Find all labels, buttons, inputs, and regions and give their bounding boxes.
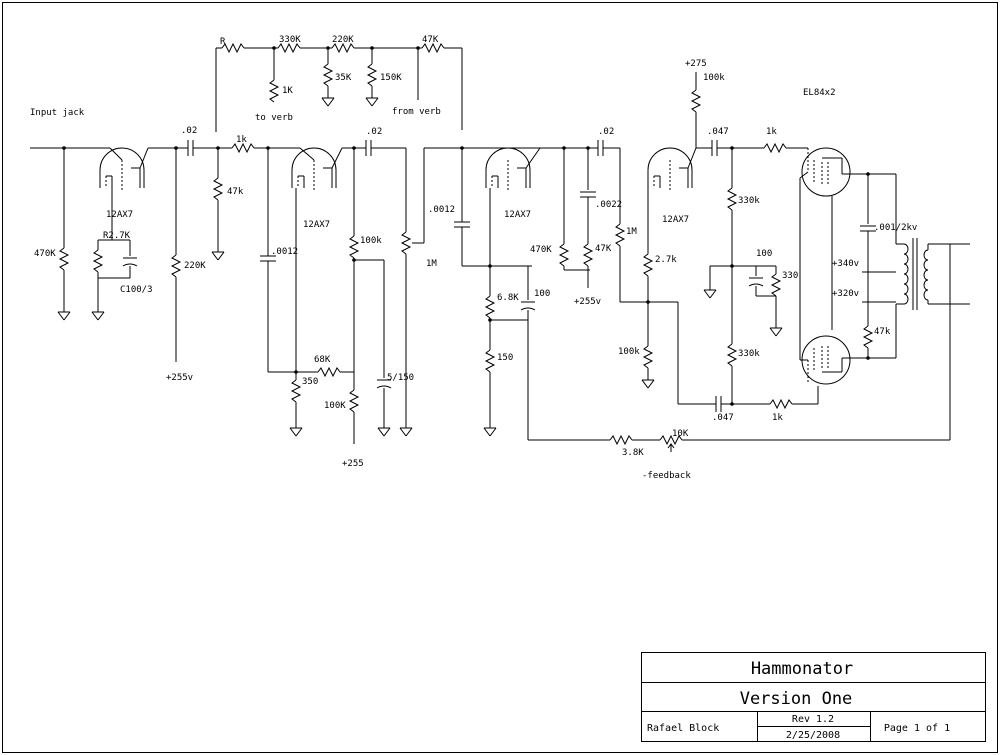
feedback-label: -feedback	[642, 471, 691, 481]
from-verb-label: from verb	[392, 107, 441, 117]
r330-label: 330	[782, 271, 798, 281]
stage-output: EL84x2 1k 1k .001/2kv 47k	[763, 88, 970, 440]
tube-v1b-label: 12AX7	[303, 220, 330, 230]
v255a-label: +255v	[166, 373, 193, 383]
title-text: Hammonator	[751, 659, 853, 679]
r100k-c-label: 100k	[618, 347, 640, 357]
tube-v1a	[99, 147, 145, 188]
r47k-c-label: 47k	[874, 327, 891, 337]
r330k-b-label: 330k	[738, 196, 760, 206]
r350-label: 350	[302, 377, 318, 387]
r1m-b-label: 1M	[626, 227, 637, 237]
c0022-label: .0022	[595, 200, 622, 210]
stage-phase-inverter: 12AX7 2.7k 100k +275 100k .047 330k 1	[618, 59, 798, 423]
subtitle-text: Version One	[740, 689, 853, 709]
v255c-label: +255v	[574, 297, 601, 307]
tube-v2b-label: 12AX7	[662, 215, 689, 225]
title-block: Hammonator Version One Rafael Block Rev …	[641, 652, 986, 742]
stage-three: .0012 12AX7 6.8K 100 150 470K .	[428, 127, 648, 440]
c3-label: .02	[598, 127, 614, 137]
r1k-g1-label: 1k	[766, 127, 777, 137]
tube-el84-a	[801, 147, 851, 197]
r47k-top-label: 47K	[422, 35, 439, 45]
r470k-b-label: 470K	[530, 245, 552, 255]
r150-label: 150	[497, 353, 513, 363]
stage-input: Input jack 470K 12AX7 R2.7K C100/3	[30, 35, 463, 383]
c0012a-label: .0012	[271, 247, 298, 257]
r330k-a-label: 330K	[279, 35, 301, 45]
r2-7k-label: 2.7k	[655, 255, 677, 265]
author-text: Rafael Block	[647, 723, 719, 734]
c2-label: .02	[366, 127, 382, 137]
to-verb-label: to verb	[255, 113, 293, 123]
r100k-a-label: 100k	[360, 236, 382, 246]
r220k-top-label: 220K	[332, 35, 354, 45]
tube-v1b	[291, 147, 337, 188]
v275-label: +275	[685, 59, 707, 69]
c100-b-label: 100	[534, 289, 550, 299]
c5-150-label: 5/150	[387, 373, 414, 383]
pot1m-a-label: 1M	[426, 259, 437, 269]
v340-label: +340v	[832, 259, 859, 269]
c047a-label: .047	[707, 127, 729, 137]
tube-v2b	[647, 147, 693, 188]
v255b-label: +255	[342, 459, 364, 469]
c047b-label: .047	[712, 413, 734, 423]
r1k-g2-label: 1k	[772, 413, 783, 423]
r1k-label: 1k	[236, 135, 247, 145]
r150k-label: 150K	[380, 73, 402, 83]
v320-label: +320v	[832, 289, 859, 299]
date-text: 2/25/2008	[786, 730, 840, 741]
ck1-label: C100/3	[120, 285, 153, 295]
rp1-label: 220K	[184, 261, 206, 271]
r1k-verb-label: 1K	[282, 86, 293, 96]
r330k-c-label: 330k	[738, 349, 760, 359]
rk1-label: R2.7K	[103, 231, 131, 241]
tube-v1a-label: 12AX7	[106, 210, 133, 220]
r35k-label: 35K	[335, 73, 352, 83]
r68k-b-label: 6.8K	[497, 293, 519, 303]
c100-c-label: 100	[756, 249, 772, 259]
input-jack-label: Input jack	[30, 108, 85, 118]
pot10k-label: 10K	[672, 429, 689, 439]
r47k-a-label: 47k	[227, 187, 244, 197]
r47k-b-label: 47K	[595, 244, 612, 254]
output-tube-label: EL84x2	[803, 88, 836, 98]
r100k-top-label: 100k	[703, 73, 725, 83]
tube-v2a-label: 12AX7	[504, 210, 531, 220]
tube-el84-b	[801, 335, 851, 385]
r68k-label: 68K	[314, 355, 331, 365]
c1-label: .02	[181, 126, 197, 136]
r3-8k-label: 3.8K	[622, 448, 644, 458]
output-transformer	[895, 174, 970, 440]
page-text: Page 1 of 1	[884, 723, 950, 734]
feedback-loop: 3.8K 10K -feedback	[528, 429, 950, 481]
r-input-label: 470K	[34, 249, 56, 259]
c0012b-label: .0012	[428, 205, 455, 215]
stage-two: 12AX7 .0012 350 68K 100k 5/150 100K +255…	[254, 127, 540, 469]
r-top-label: R	[220, 37, 226, 47]
revision-text: Rev 1.2	[792, 714, 834, 725]
r100k-b-label: 100K	[324, 401, 346, 411]
